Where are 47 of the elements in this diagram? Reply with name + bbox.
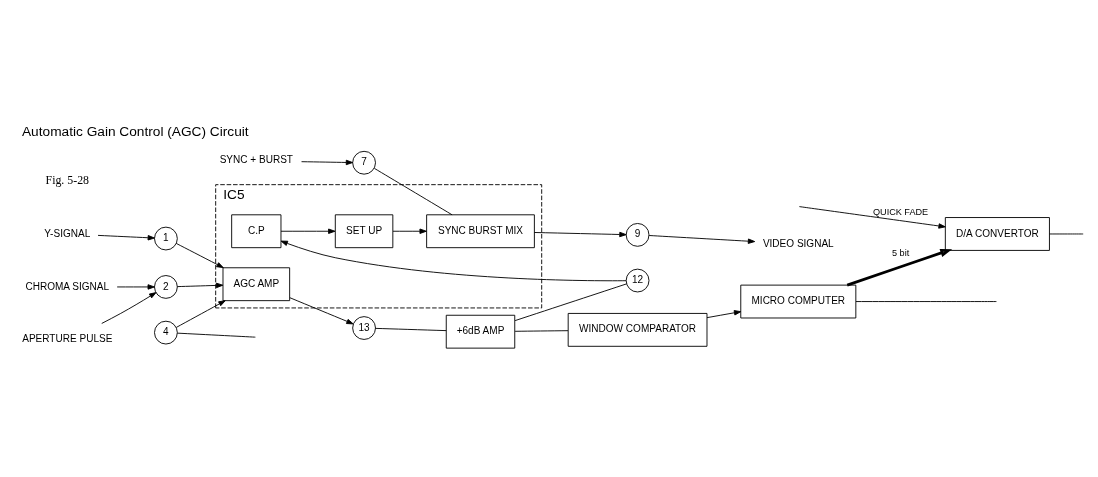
connector <box>514 282 627 321</box>
node-circle: 12 <box>625 268 650 292</box>
arrow <box>301 159 354 165</box>
arrow <box>846 248 953 286</box>
arrow <box>101 291 157 324</box>
node-circle: 13 <box>352 315 376 340</box>
arrow <box>706 309 742 318</box>
arrow <box>175 299 226 328</box>
connector <box>855 300 997 302</box>
arrow <box>280 228 336 234</box>
node-circle: 9 <box>625 222 650 247</box>
diagram-title: Automatic Gain Control (AGC) Circuit <box>21 123 249 139</box>
arrow <box>648 234 756 244</box>
edge-label: QUICK FADE <box>872 206 929 217</box>
connector <box>375 327 447 331</box>
node-text: APERTURE PULSE <box>22 332 113 344</box>
connector <box>373 167 453 215</box>
node-box: SET UP <box>334 213 394 248</box>
arrow <box>533 231 627 237</box>
node-box: AGC AMP <box>222 266 291 301</box>
arrow <box>280 240 627 281</box>
connector <box>514 329 569 332</box>
arrow <box>392 228 427 234</box>
node-circle: 4 <box>154 320 178 344</box>
node-text: CHROMA SIGNAL <box>25 280 110 291</box>
node-box: MICRO COMPUTER <box>740 284 857 318</box>
connector <box>1049 233 1084 234</box>
arrow <box>97 234 155 240</box>
node-box: D/A CONVERTOR <box>944 216 1050 251</box>
edge-label: 5 bit <box>891 247 910 258</box>
node-box: C.P <box>231 213 282 248</box>
node-circle: 1 <box>154 226 178 250</box>
arrow <box>798 205 946 229</box>
node-circle: 7 <box>352 150 376 175</box>
arrow <box>289 296 354 324</box>
label: Fig. 5-28 <box>45 172 90 187</box>
node-box: WINDOW COMPARATOR <box>567 312 708 347</box>
arrow <box>176 282 224 288</box>
connector <box>176 332 256 338</box>
arrow <box>116 283 155 290</box>
node-circle: 2 <box>154 274 178 299</box>
node-text: SYNC + BURST <box>219 153 293 165</box>
node-text: Y-SIGNAL <box>44 227 91 239</box>
node-box: +6dB AMP <box>445 314 516 349</box>
node-box: SYNC BURST MIX <box>426 213 535 248</box>
node-text: VIDEO SIGNAL <box>762 237 834 249</box>
arrow <box>175 242 224 268</box>
